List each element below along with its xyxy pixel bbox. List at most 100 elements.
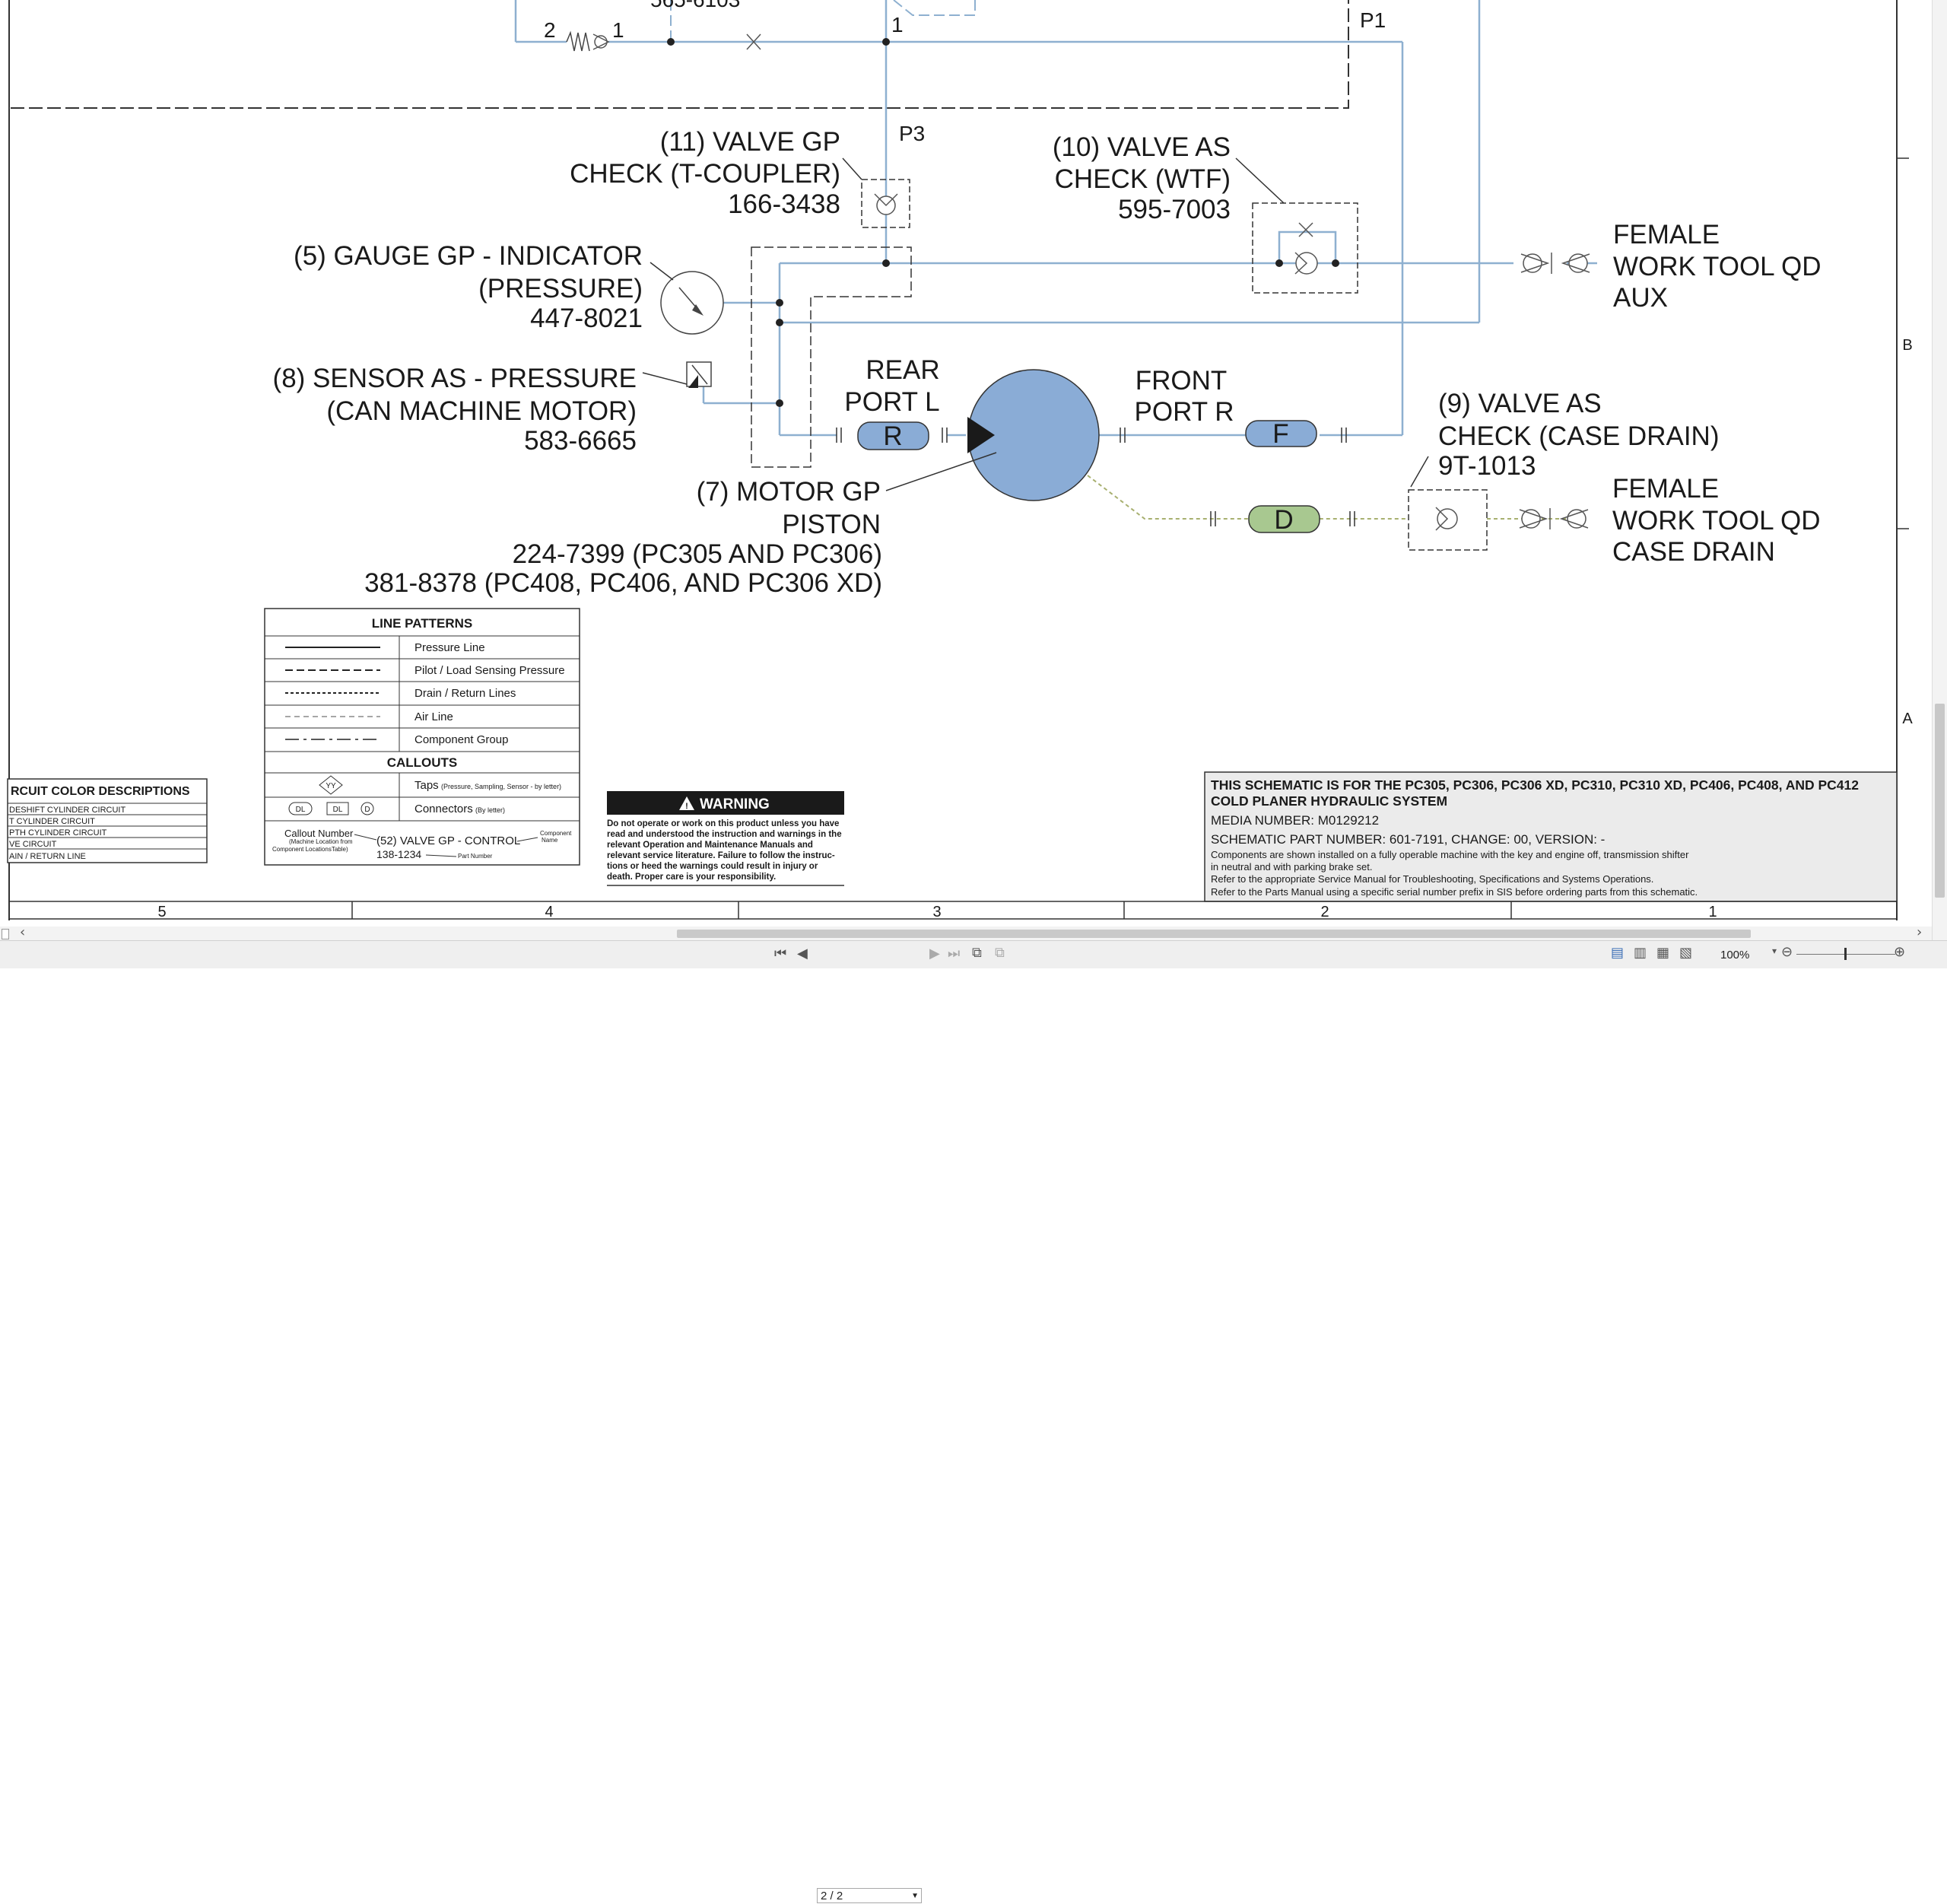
line-patterns-legend: LINE PATTERNS Pressure Line Pilot / Load… [264, 608, 580, 866]
warning-line-5: tions or heed the warnings could result … [607, 862, 818, 871]
connector-dl2: DL [333, 806, 343, 814]
continuous-view-icon[interactable]: ▥ [1634, 945, 1647, 961]
taps-badge: YY [326, 782, 336, 790]
page-indicator: 2 / 2 [821, 1890, 843, 1902]
label-p1: P1 [1360, 8, 1386, 32]
title-block: THIS SCHEMATIC IS FOR THE PC305, PC306, … [1204, 771, 1898, 902]
title-line-2: COLD PLANER HYDRAULIC SYSTEM [1211, 793, 1447, 809]
gauge-5-line2: (PRESSURE) [478, 274, 643, 304]
page-dropdown-icon[interactable]: ▼ [911, 1892, 919, 1900]
two-page-view-icon[interactable]: ▦ [1656, 945, 1670, 961]
qd-aux-line3: AUX [1613, 283, 1668, 313]
sensor-8-line2: (CAN MACHINE MOTOR) [326, 396, 637, 426]
sensor-8-label: (8) SENSOR AS - PRESSURE (CAN MACHINE MO… [273, 364, 637, 456]
callout-sub1: (Machine Location from [289, 838, 353, 845]
grid-row-b: B [1902, 337, 1912, 354]
document-canvas: 565-6103 P1 P3 2 1 1 (11) VALVE GP CHECK… [7, 0, 1913, 920]
circuit-colors-title: RCUIT COLOR DESCRIPTIONS [11, 785, 190, 798]
front-port-line1: FRONT [1135, 366, 1228, 396]
qd-drain-line1: FEMALE [1612, 474, 1719, 504]
motor-7-line1: (7) MOTOR GP [697, 477, 881, 507]
valve-11-line1: (11) VALVE GP [660, 127, 840, 157]
rear-port-label: REAR PORT L R [844, 355, 939, 451]
title-line-1: THIS SCHEMATIC IS FOR THE PC305, PC306, … [1211, 777, 1859, 793]
label-1b: 1 [891, 13, 904, 37]
title-note-1: Components are shown installed on a full… [1211, 849, 1689, 860]
insert-page-icon[interactable]: ⧉ [972, 945, 982, 961]
valve-9-part: 9T-1013 [1438, 451, 1536, 481]
valve-9-line2: CHECK (CASE DRAIN) [1438, 421, 1719, 451]
taps-note: (Pressure, Sampling, Sensor - by letter) [441, 783, 561, 790]
vertical-scroll-thumb[interactable] [1935, 704, 1945, 898]
last-page-icon[interactable]: ⏭ [948, 946, 961, 962]
label-p3: P3 [899, 122, 925, 145]
grid-col-3: 3 [932, 904, 941, 920]
zoom-in-icon[interactable]: ⊕ [1894, 944, 1906, 960]
rear-port-line2: PORT L [844, 387, 939, 417]
sheet-tab-handle[interactable] [2, 929, 9, 939]
title-note-3: Refer to the appropriate Service Manual … [1211, 873, 1653, 885]
valve-10-label: (10) VALVE AS CHECK (WTF) 595-7003 [1053, 132, 1231, 224]
horizontal-scrollbar[interactable]: ‹ › [0, 924, 1932, 940]
pattern-drain: Drain / Return Lines [414, 687, 516, 700]
zoom-level[interactable]: 100% [1720, 949, 1750, 962]
delete-page-icon[interactable]: ⧉ [995, 945, 1005, 961]
valve-9-line1: (9) VALVE AS [1438, 389, 1602, 418]
next-page-icon[interactable]: ▶ [929, 946, 940, 962]
horizontal-scroll-thumb[interactable] [677, 930, 1751, 938]
connector-d: D [364, 806, 370, 814]
book-view-icon[interactable]: ▧ [1679, 945, 1693, 961]
component-name-2: Name [542, 837, 558, 844]
label-1: 1 [612, 18, 624, 42]
grid-reference-strip: 5 4 3 2 1 B A [9, 337, 1913, 920]
valve-9-label: (9) VALVE AS CHECK (CASE DRAIN) 9T-1013 [1438, 389, 1719, 481]
motor-7-line2: PISTON [782, 510, 881, 539]
qd-aux-line2: WORK TOOL QD [1613, 252, 1822, 281]
vertical-scrollbar[interactable] [1932, 0, 1947, 940]
gauge-5-line1: (5) GAUGE GP - INDICATOR [294, 241, 643, 271]
scroll-left-icon[interactable]: ‹ [20, 924, 26, 940]
circuit-row-4: VE CIRCUIT [9, 840, 57, 849]
line-patterns-title: LINE PATTERNS [372, 616, 473, 631]
zoom-slider-handle[interactable] [1844, 948, 1847, 960]
title-note-2: in neutral and with parking brake set. [1211, 861, 1372, 873]
valve-11-part: 166-3438 [728, 189, 840, 219]
label-2: 2 [544, 18, 556, 42]
schematic-part-number: SCHEMATIC PART NUMBER: 601-7191, CHANGE:… [1211, 832, 1605, 847]
previous-page-icon[interactable]: ◀ [797, 946, 808, 962]
warning-line-4: relevant service literature. Failure to … [607, 851, 835, 860]
connectors-note: (By letter) [475, 806, 505, 814]
grid-row-a: A [1902, 710, 1913, 727]
warning-line-2: read and understood the instruction and … [607, 830, 842, 839]
qd-drain-label: FEMALE WORK TOOL QD CASE DRAIN [1612, 474, 1821, 567]
page-number-field[interactable]: 2 / 2 ▼ [817, 1888, 922, 1903]
connectors-label: Connectors [414, 803, 473, 815]
callouts-title: CALLOUTS [387, 755, 458, 770]
warning-line-6: death. Proper care is your responsibilit… [607, 873, 776, 882]
warning-line-1: Do not operate or work on this product u… [607, 819, 839, 828]
zoom-out-icon[interactable]: ⊖ [1781, 944, 1793, 960]
pattern-pilot: Pilot / Load Sensing Pressure [414, 664, 565, 677]
qd-aux-line1: FEMALE [1613, 220, 1720, 250]
first-page-icon[interactable]: ⏮ [774, 946, 787, 962]
grid-col-1: 1 [1708, 904, 1717, 920]
single-page-view-icon[interactable]: ▤ [1611, 945, 1625, 961]
viewer-status-bar: ⏮ ◀ 2 / 2 ▼ ▶ ⏭ ⧉ ⧉ ▤ ▥ ▦ ▧ 100% ▾ ⊖ ⊕ [0, 940, 1947, 1903]
valve-10-line1: (10) VALVE AS [1053, 132, 1231, 162]
callout-sub2: Component LocationsTable) [272, 846, 348, 853]
qd-aux-label: FEMALE WORK TOOL QD AUX [1613, 220, 1822, 313]
scroll-right-icon[interactable]: › [1917, 924, 1923, 940]
qd-drain-line2: WORK TOOL QD [1612, 506, 1821, 536]
motor-7-part2: 381-8378 (PC408, PC406, AND PC306 XD) [364, 568, 882, 598]
zoom-dropdown-icon[interactable]: ▾ [1772, 946, 1777, 956]
gauge-5-label: (5) GAUGE GP - INDICATOR (PRESSURE) 447-… [294, 241, 643, 333]
rear-port-line1: REAR [866, 355, 939, 385]
circuit-row-2: T CYLINDER CIRCUIT [9, 817, 95, 826]
sensor-8-line1: (8) SENSOR AS - PRESSURE [273, 364, 637, 393]
front-port-line2: PORT R [1135, 397, 1234, 427]
circuit-row-3: PTH CYLINDER CIRCUIT [9, 828, 107, 838]
valve-10-line2: CHECK (WTF) [1055, 164, 1231, 194]
warning-line-3: relevant Operation and Maintenance Manua… [607, 841, 813, 850]
svg-text:!: ! [685, 802, 688, 811]
front-port-badge: F [1272, 419, 1288, 449]
